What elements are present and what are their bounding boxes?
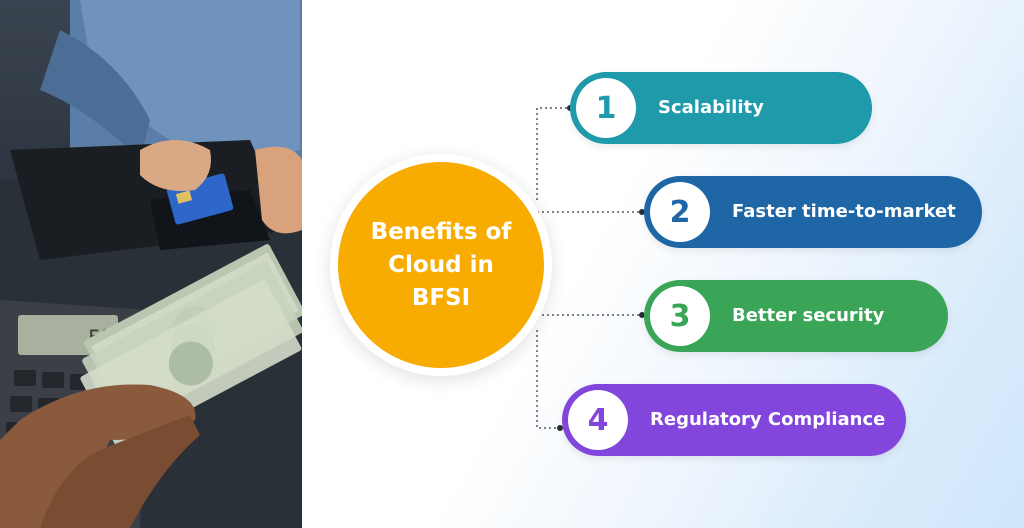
benefit-number: 3	[669, 298, 691, 334]
connector-dot-2	[639, 209, 645, 215]
center-title: Benefits of Cloud in BFSI	[356, 216, 526, 315]
finance-photo: 555	[0, 0, 302, 528]
connector-1	[536, 107, 570, 200]
center-title-line2: Cloud in BFSI	[388, 251, 494, 311]
connector-dot-4	[557, 425, 563, 431]
benefit-label: Better security	[732, 305, 885, 326]
benefit-label: Scalability	[658, 97, 764, 118]
benefit-number-circle: 1	[576, 78, 636, 138]
benefit-pill-regulatory-compliance: 4 Regulatory Compliance	[562, 384, 906, 456]
benefit-number-circle: 2	[650, 182, 710, 242]
benefit-pill-faster-time-to-market: 2 Faster time-to-market	[644, 176, 982, 248]
benefit-pill-scalability: 1 Scalability	[570, 72, 872, 144]
benefit-number-circle: 3	[650, 286, 710, 346]
benefit-number-circle: 4	[568, 390, 628, 450]
center-title-line1: Benefits of	[370, 218, 512, 245]
benefit-pill-better-security: 3 Better security	[644, 280, 948, 352]
connector-dot-3	[639, 312, 645, 318]
benefit-label: Regulatory Compliance	[650, 409, 886, 430]
finance-photo-illustration: 555	[0, 0, 302, 528]
benefit-label: Faster time-to-market	[732, 201, 956, 222]
benefit-number: 2	[669, 194, 691, 230]
benefit-number: 4	[587, 402, 609, 438]
connector-4	[536, 330, 562, 429]
benefit-number: 1	[595, 90, 617, 126]
center-circle: Benefits of Cloud in BFSI	[338, 162, 544, 368]
